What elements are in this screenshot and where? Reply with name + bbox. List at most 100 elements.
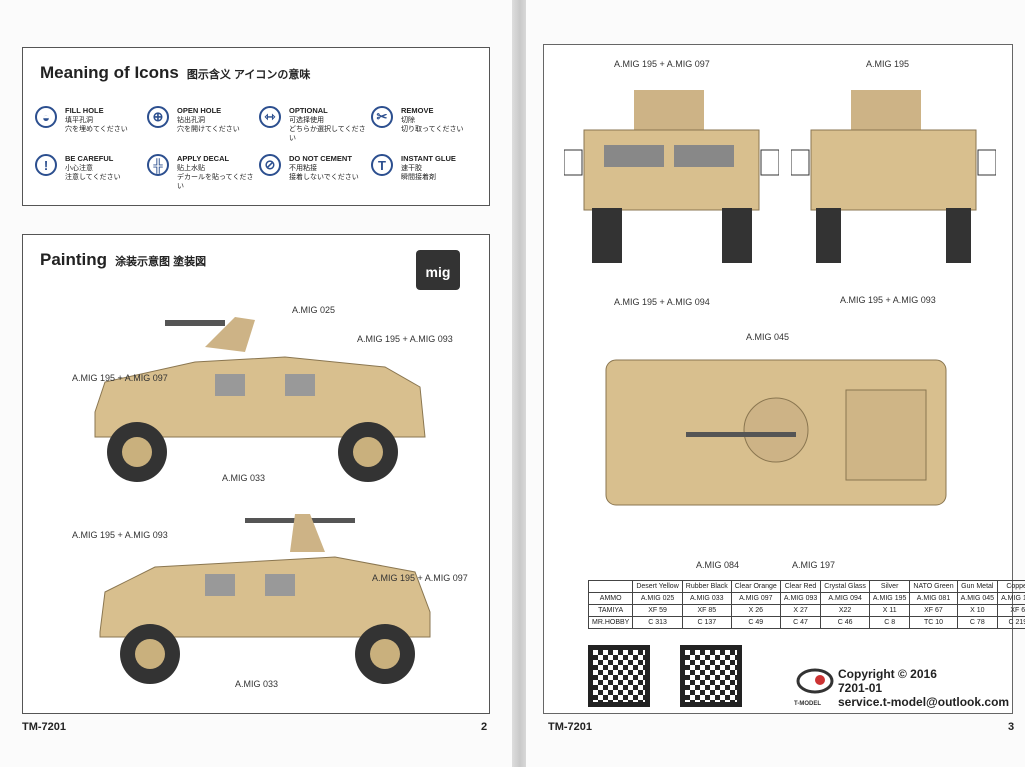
- do-not-cement-icon: ⊘: [259, 154, 281, 176]
- paint-label: A.MIG 033: [235, 679, 279, 689]
- table-header-cell: NATO Green: [909, 580, 958, 593]
- table-cell: C 46: [820, 616, 870, 629]
- paint-label: A.MIG 033: [222, 473, 266, 483]
- paint-label: A.MIG 195: [866, 59, 910, 69]
- remove-icon: ✂: [371, 106, 393, 128]
- right-page: A.MIG 195 + A.MIG 097 A.MIG 195 A.MIG 19…: [526, 0, 1025, 767]
- apply-decal-icon: ╬: [147, 154, 169, 176]
- optional-icon: ⇿: [259, 106, 281, 128]
- support-email[interactable]: service.t-model@outlook.com: [838, 695, 1010, 709]
- table-cell: XF 67: [909, 604, 958, 617]
- fill-hole-icon: ◒: [35, 106, 57, 128]
- table-cell: MR.HOBBY: [587, 616, 634, 629]
- t-model-logo-text: T-MODEL: [794, 701, 821, 707]
- table-header-cell: Clear Orange: [730, 580, 781, 593]
- table-header-cell: Crystal Glass: [820, 580, 870, 593]
- humvee-rear-view: [791, 90, 996, 263]
- table-cell: C 137: [681, 616, 732, 629]
- table-cell: AMMO: [587, 592, 634, 605]
- paint-label: A.MIG 084: [696, 560, 740, 570]
- paint-label: A.MIG 045: [746, 332, 790, 342]
- paint-label: A.MIG 025: [292, 305, 336, 315]
- table-cell: A.MIG 195: [868, 592, 911, 605]
- book-gutter: [512, 0, 528, 767]
- table-cell: XF 85: [681, 604, 732, 617]
- table-cell: A.MIG 081: [909, 592, 958, 605]
- paint-label: A.MIG 195 + A.MIG 094: [614, 297, 710, 307]
- paint-label: A.MIG 195 + A.MIG 097: [614, 59, 710, 69]
- weibo-qr-code[interactable]: [680, 645, 742, 707]
- table-header-cell: Gun Metal: [956, 580, 999, 593]
- table-cell: A.MIG 025: [632, 592, 683, 605]
- instant-glue-icon: T: [371, 154, 393, 176]
- table-header-cell: Silver: [868, 580, 911, 593]
- paint-label: A.MIG 195 + A.MIG 097: [372, 573, 468, 583]
- table-cell: X 27: [779, 604, 822, 617]
- facebook-qr-code[interactable]: [588, 645, 650, 707]
- table-cell: XF 59: [632, 604, 683, 617]
- table-cell: C 49: [730, 616, 781, 629]
- humvee-top-view: [605, 359, 947, 506]
- table-header-cell: Desert Yellow: [632, 580, 683, 593]
- page-number: 2: [481, 721, 488, 733]
- paint-label: A.MIG 197: [792, 560, 836, 570]
- table-cell: A.MIG 197: [997, 592, 1025, 605]
- table-cell: A.MIG 097: [730, 592, 781, 605]
- table-header-cell: Clear Red: [779, 580, 822, 593]
- table-header-cell: Copper: [997, 580, 1025, 593]
- table-header-cell: [587, 580, 634, 593]
- footer-code: TM-7201: [22, 721, 67, 733]
- table-cell: C 313: [632, 616, 683, 629]
- paint-label: A.MIG 195 + A.MIG 093: [357, 334, 453, 344]
- humvee-front-view: [564, 90, 779, 263]
- footer-code: TM-7201: [548, 721, 593, 733]
- paint-label: A.MIG 195 + A.MIG 093: [72, 530, 168, 540]
- table-cell: X 26: [730, 604, 781, 617]
- table-cell: X 11: [868, 604, 911, 617]
- copyright-block: Copyright © 2016 7201-01 service.t-model…: [838, 667, 1009, 709]
- table-cell: TC 10: [909, 616, 958, 629]
- paint-label: A.MIG 195 + A.MIG 093: [840, 295, 936, 305]
- paint-label: A.MIG 195 + A.MIG 097: [72, 373, 168, 383]
- be-careful-icon: !: [35, 154, 57, 176]
- table-cell: C 8: [868, 616, 911, 629]
- product-code: 7201-01: [838, 681, 883, 695]
- table-cell: C 47: [779, 616, 822, 629]
- table-cell: TAMIYA: [587, 604, 634, 617]
- table-cell: A.MIG 094: [820, 592, 870, 605]
- table-cell: A.MIG 093: [779, 592, 822, 605]
- table-header-cell: Rubber Black: [681, 580, 732, 593]
- table-cell: A.MIG 045: [956, 592, 999, 605]
- table-cell: C 219: [997, 616, 1025, 629]
- page-number: 3: [1008, 721, 1015, 733]
- open-hole-icon: ⊕: [147, 106, 169, 128]
- t-model-logo: [796, 668, 834, 694]
- table-cell: A.MIG 033: [681, 592, 732, 605]
- humvee-side-view-2: [99, 514, 431, 684]
- humvee-side-view-1: [94, 317, 426, 482]
